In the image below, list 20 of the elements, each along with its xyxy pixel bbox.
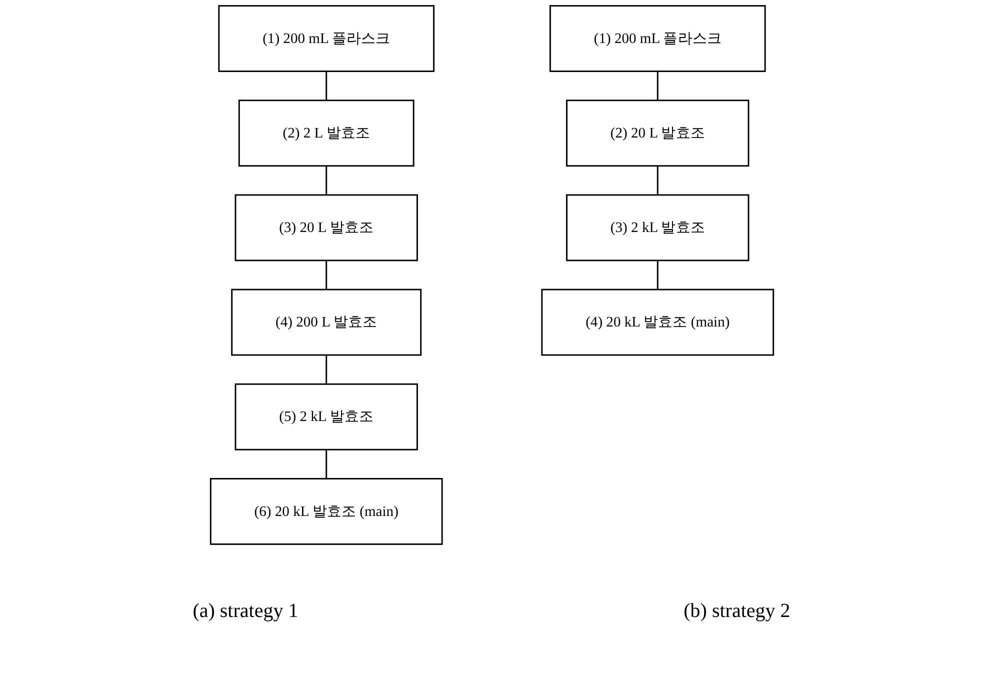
connector <box>325 260 327 290</box>
node-box: (5) 2 kL 발효조 <box>234 383 418 450</box>
connector <box>325 166 327 195</box>
node-box: (3) 20 L 발효조 <box>234 194 418 262</box>
connector <box>325 71 327 100</box>
node-box: (4) 20 kL 발효조 (main) <box>540 288 774 356</box>
node-box: (3) 2 kL 발효조 <box>566 194 749 262</box>
node-box: (1) 200 mL 플라스크 <box>548 5 766 72</box>
panel-caption: (a) strategy 1 <box>192 600 298 623</box>
connector <box>656 71 658 100</box>
node-box: (2) 2 L 발효조 <box>238 100 414 167</box>
connector <box>656 166 658 195</box>
node-box: (6) 20 kL 발효조 (main) <box>209 478 442 545</box>
node-box: (4) 200 L 발효조 <box>230 288 422 356</box>
node-box: (2) 20 L 발효조 <box>566 100 749 167</box>
connector <box>325 355 327 384</box>
node-box: (1) 200 mL 플라스크 <box>218 5 434 72</box>
connector <box>656 260 658 290</box>
connector <box>325 450 327 479</box>
panel-caption: (b) strategy 2 <box>684 600 790 623</box>
